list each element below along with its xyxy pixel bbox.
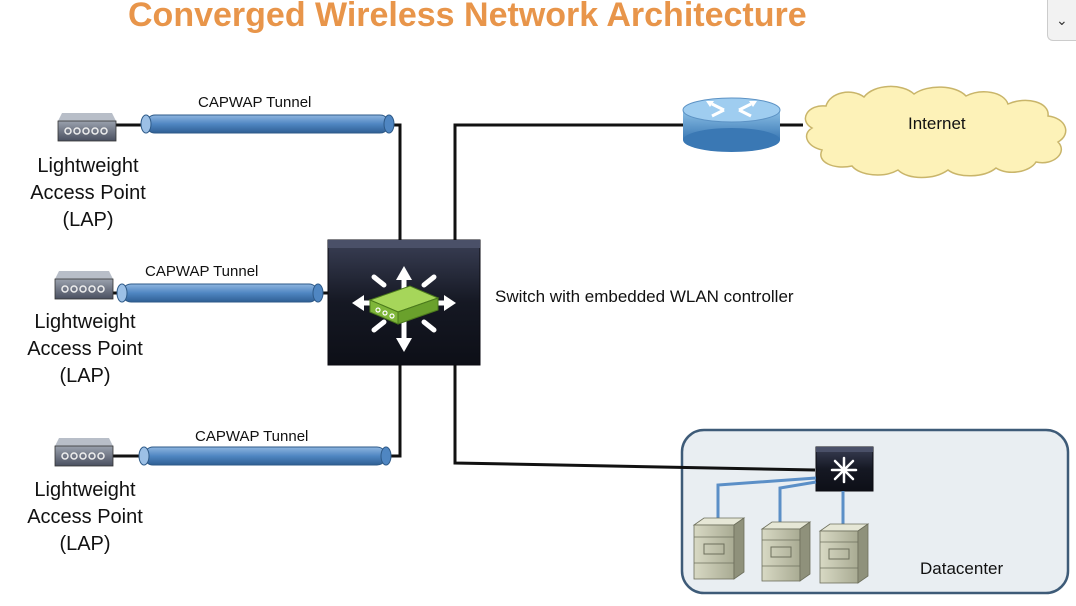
switch-icon [327, 239, 481, 366]
tunnel-label-1: CAPWAP Tunnel [198, 94, 312, 111]
access-point-label-2: Lightweight Access Point (LAP) [10, 309, 160, 390]
access-point-label-line: (LAP) [62, 209, 114, 231]
datacenter-links [716, 476, 845, 526]
tunnel-label-3: CAPWAP Tunnel [195, 428, 309, 445]
access-point-label-1: Lightweight Access Point (LAP) [13, 153, 163, 234]
datacenter-label: Datacenter [920, 559, 1004, 578]
datacenter-switch-icon [815, 446, 874, 492]
tunnel-label-2: CAPWAP Tunnel [145, 263, 259, 280]
access-point-label-3: Lightweight Access Point (LAP) [10, 477, 160, 558]
access-point-label-line: Access Point [30, 182, 146, 204]
access-point-icon [54, 271, 114, 300]
internet-cloud [804, 85, 1067, 179]
internet-label: Internet [908, 114, 966, 133]
switch-label: Switch with embedded WLAN controller [495, 287, 794, 306]
link-ap1-switch [389, 123, 402, 240]
chevron-down-icon: ⌄ [1056, 12, 1068, 28]
access-point-icon [57, 113, 117, 142]
capwap-tunnel-3 [138, 446, 392, 466]
access-point-label-line: Access Point [27, 338, 143, 360]
server-icon [760, 521, 812, 582]
access-point-label-line: (LAP) [59, 365, 111, 387]
access-point-label-line: Lightweight [34, 479, 136, 501]
access-point-icon [54, 438, 114, 467]
link-switch-router [453, 123, 684, 240]
link-ap3-switch [386, 365, 402, 458]
access-point-label-line: (LAP) [59, 533, 111, 555]
link-switch-datacenter [453, 365, 816, 472]
access-point-label-line: Lightweight [34, 311, 136, 333]
server-icon [692, 517, 746, 580]
access-point-label-line: Access Point [27, 506, 143, 528]
server-icon [818, 523, 870, 584]
scroll-down-button[interactable]: ⌄ [1047, 0, 1076, 41]
capwap-tunnel-2 [116, 283, 324, 303]
access-point-label-line: Lightweight [37, 155, 139, 177]
capwap-tunnel-1 [140, 114, 395, 134]
diagram-title: Converged Wireless Network Architecture [128, 0, 807, 34]
router-icon [682, 97, 781, 152]
